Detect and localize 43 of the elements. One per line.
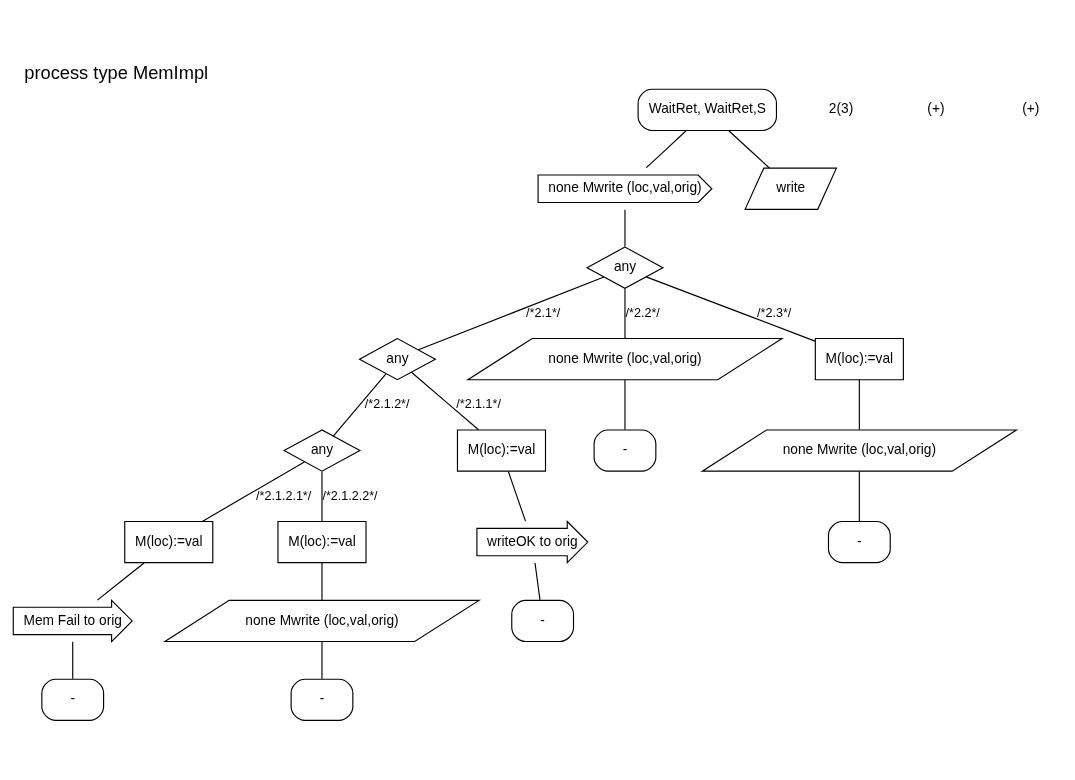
node-box: M(loc):=val [277, 520, 367, 564]
node-box: - [290, 678, 354, 721]
connector [72, 641, 74, 680]
connector [332, 373, 387, 437]
connector [507, 470, 527, 522]
node-box: - [827, 520, 891, 564]
edge-label: /*2.1.2.2*/ [322, 488, 378, 503]
connector [321, 641, 323, 680]
node-diamond: any [585, 246, 665, 289]
label: (+) [1022, 101, 1040, 117]
connector [201, 461, 305, 522]
edge-label: /*2.1.1*/ [456, 397, 501, 412]
node-diamond: any [358, 337, 437, 381]
node-box: M(loc):=val [124, 520, 214, 564]
node-box: - [41, 678, 105, 721]
edge-label: /*2.1.2.1*/ [256, 488, 312, 503]
edge-label: /*2.1.2*/ [364, 397, 410, 412]
node-box: WaitRet, WaitRet,S [637, 88, 778, 132]
node-box: - [593, 429, 657, 472]
connector [96, 562, 145, 601]
connector [321, 470, 323, 522]
connector [534, 562, 541, 601]
connector [624, 379, 626, 431]
node-box: M(loc):=val [814, 338, 904, 381]
connector [858, 470, 860, 522]
edge-label: /*2.2*/ [625, 305, 660, 320]
diagram-title: process type MemImpl [24, 61, 209, 83]
connector [417, 276, 605, 351]
label: 2(3) [828, 101, 854, 117]
connector [728, 130, 770, 169]
connector [624, 209, 626, 248]
node-box: M(loc):=val [456, 429, 547, 472]
label: (+) [927, 101, 945, 117]
connector [858, 379, 860, 431]
edge-label: /*2.1*/ [526, 305, 561, 320]
connector [645, 130, 687, 169]
node-box: - [511, 599, 575, 643]
connector [624, 288, 626, 339]
node-diamond: any [282, 429, 362, 472]
connector [410, 371, 480, 431]
connector [321, 562, 323, 601]
connector [645, 276, 816, 342]
edge-label: /*2.3*/ [757, 305, 792, 320]
